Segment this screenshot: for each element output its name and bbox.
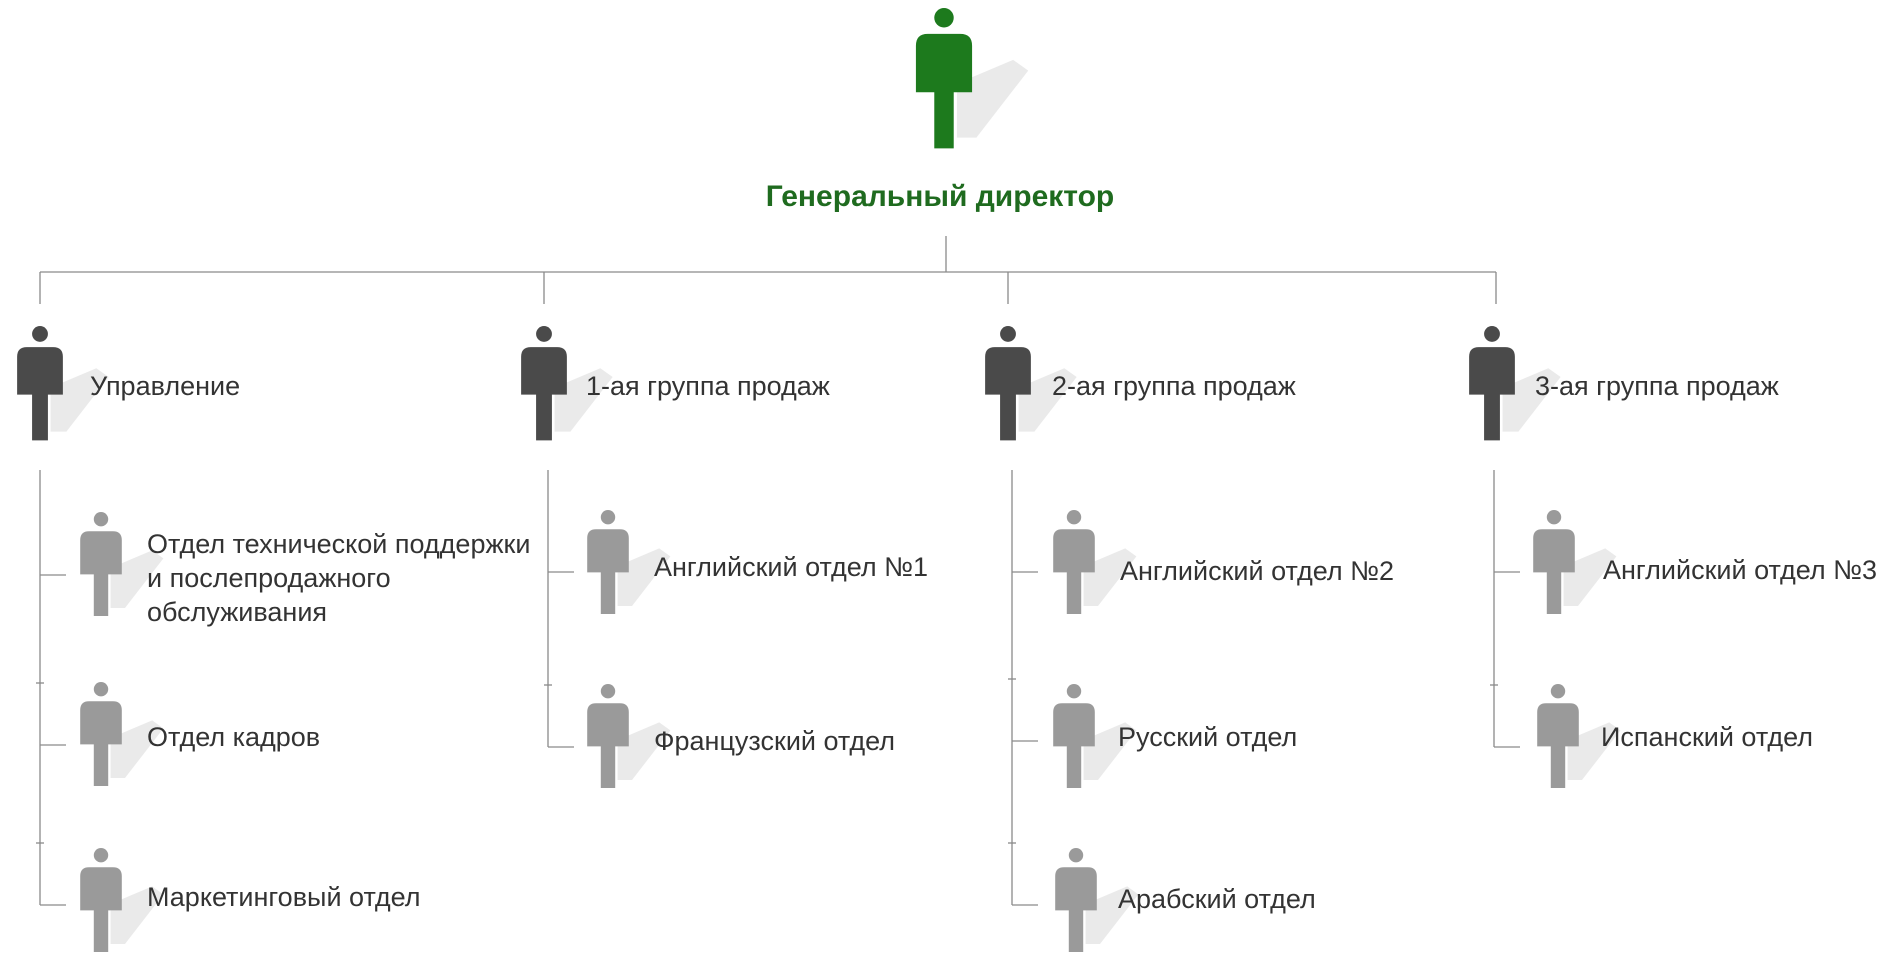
department-person-icon-3 bbox=[80, 848, 164, 952]
department-person-icon-7 bbox=[1053, 684, 1137, 788]
department-label-english-2: Английский отдел №2 bbox=[1120, 556, 1395, 586]
department-label-arabic: Арабский отдел bbox=[1118, 884, 1316, 914]
group-label-sales-1: 1-ая группа продаж bbox=[586, 371, 830, 401]
department-person-icon-9 bbox=[1533, 510, 1617, 614]
person-icons bbox=[17, 7, 1621, 952]
department-label-english-1: Английский отдел №1 bbox=[654, 552, 929, 582]
department-person-icon-8 bbox=[1055, 848, 1139, 952]
department-label-french: Французский отдел bbox=[654, 726, 896, 756]
director-person-icon bbox=[915, 7, 1029, 149]
department-label-russian: Русский отдел bbox=[1118, 722, 1298, 752]
department-person-icon-5 bbox=[587, 684, 671, 788]
group-label-sales-2: 2-ая группа продаж bbox=[1052, 371, 1296, 401]
director-title: Генеральный директор bbox=[765, 180, 1115, 213]
department-label-hr: Отдел кадров bbox=[147, 722, 321, 752]
department-label-spanish: Испанский отдел bbox=[1601, 722, 1813, 752]
department-label-support: Отдел технической поддержки и послепрода… bbox=[147, 529, 531, 627]
department-person-icon-10 bbox=[1537, 684, 1621, 788]
group-person-icon-1 bbox=[17, 326, 109, 441]
group-label-sales-3: 3-ая группа продаж bbox=[1535, 371, 1779, 401]
group-person-icon-3 bbox=[985, 326, 1077, 441]
group-person-icon-2 bbox=[521, 326, 613, 441]
department-label-marketing: Маркетинговый отдел bbox=[147, 882, 421, 912]
department-person-icon-4 bbox=[587, 510, 671, 614]
department-person-icon-1 bbox=[80, 512, 164, 616]
department-label-english-3: Английский отдел №3 bbox=[1603, 555, 1878, 585]
group-label-management: Управление bbox=[90, 371, 241, 401]
department-person-icon-6 bbox=[1053, 510, 1137, 614]
group-person-icon-4 bbox=[1469, 326, 1561, 441]
connector-lines bbox=[36, 236, 1520, 906]
department-person-icon-2 bbox=[80, 682, 164, 786]
